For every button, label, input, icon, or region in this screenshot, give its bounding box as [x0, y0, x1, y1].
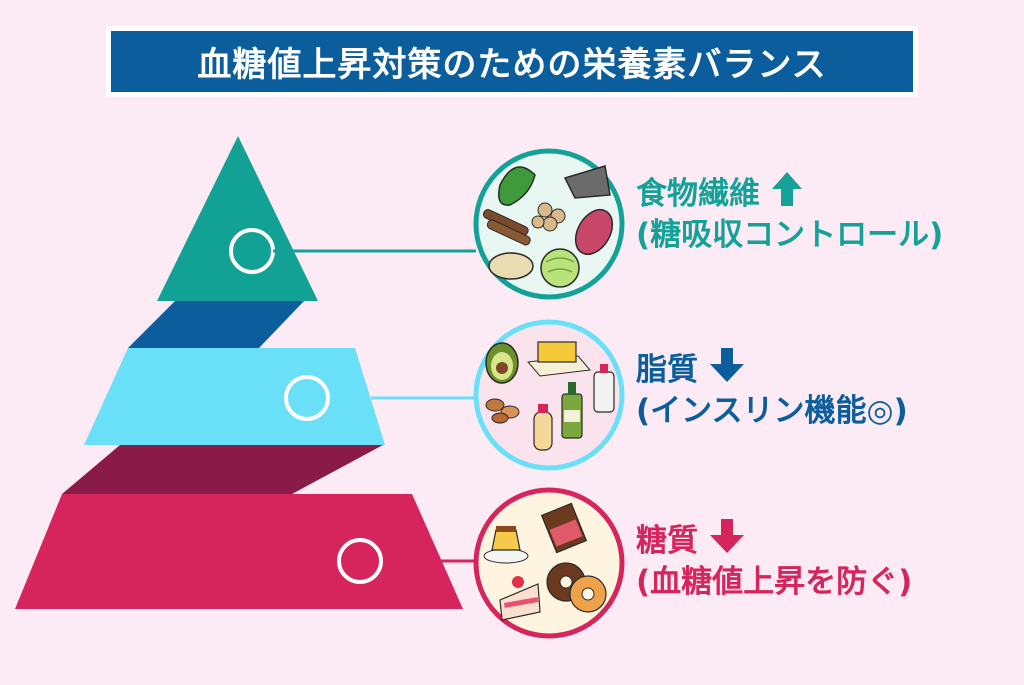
pyramid-connector-middle [62, 445, 383, 494]
label-fat-note: (インスリン機能◎) [636, 392, 908, 429]
label-fat: 脂質 (インスリン機能◎) [636, 348, 908, 431]
label-carb: 糖質 (血糖値上昇を防ぐ) [636, 519, 912, 602]
tier-middle-marker [284, 375, 330, 421]
tier-bottom-marker [337, 538, 383, 584]
pyramid-tier-top [157, 136, 318, 301]
pyramid-tier-bottom [15, 494, 463, 609]
label-fiber-note: (糖吸収コントロール) [636, 216, 944, 253]
label-fiber: 食物繊維 (糖吸収コントロール) [636, 172, 943, 255]
page-title: 血糖値上昇対策のための栄養素バランス [111, 31, 913, 92]
title-frame: 血糖値上昇対策のための栄養素バランス [106, 26, 918, 97]
label-carb-note: (血糖値上昇を防ぐ) [636, 563, 913, 600]
arrow-up-icon [772, 172, 802, 216]
arrow-down-icon [710, 348, 744, 392]
arrow-down-icon [710, 519, 744, 563]
fats-oils-illustration [473, 319, 625, 471]
label-fiber-name: 食物繊維 [636, 175, 760, 212]
vegetables-illustration [473, 148, 625, 300]
sweets-illustration [473, 487, 625, 639]
pyramid-tier-middle [84, 348, 385, 445]
label-carb-name: 糖質 [636, 522, 698, 559]
pyramid-connector-top [128, 301, 304, 348]
label-fat-name: 脂質 [636, 351, 698, 388]
